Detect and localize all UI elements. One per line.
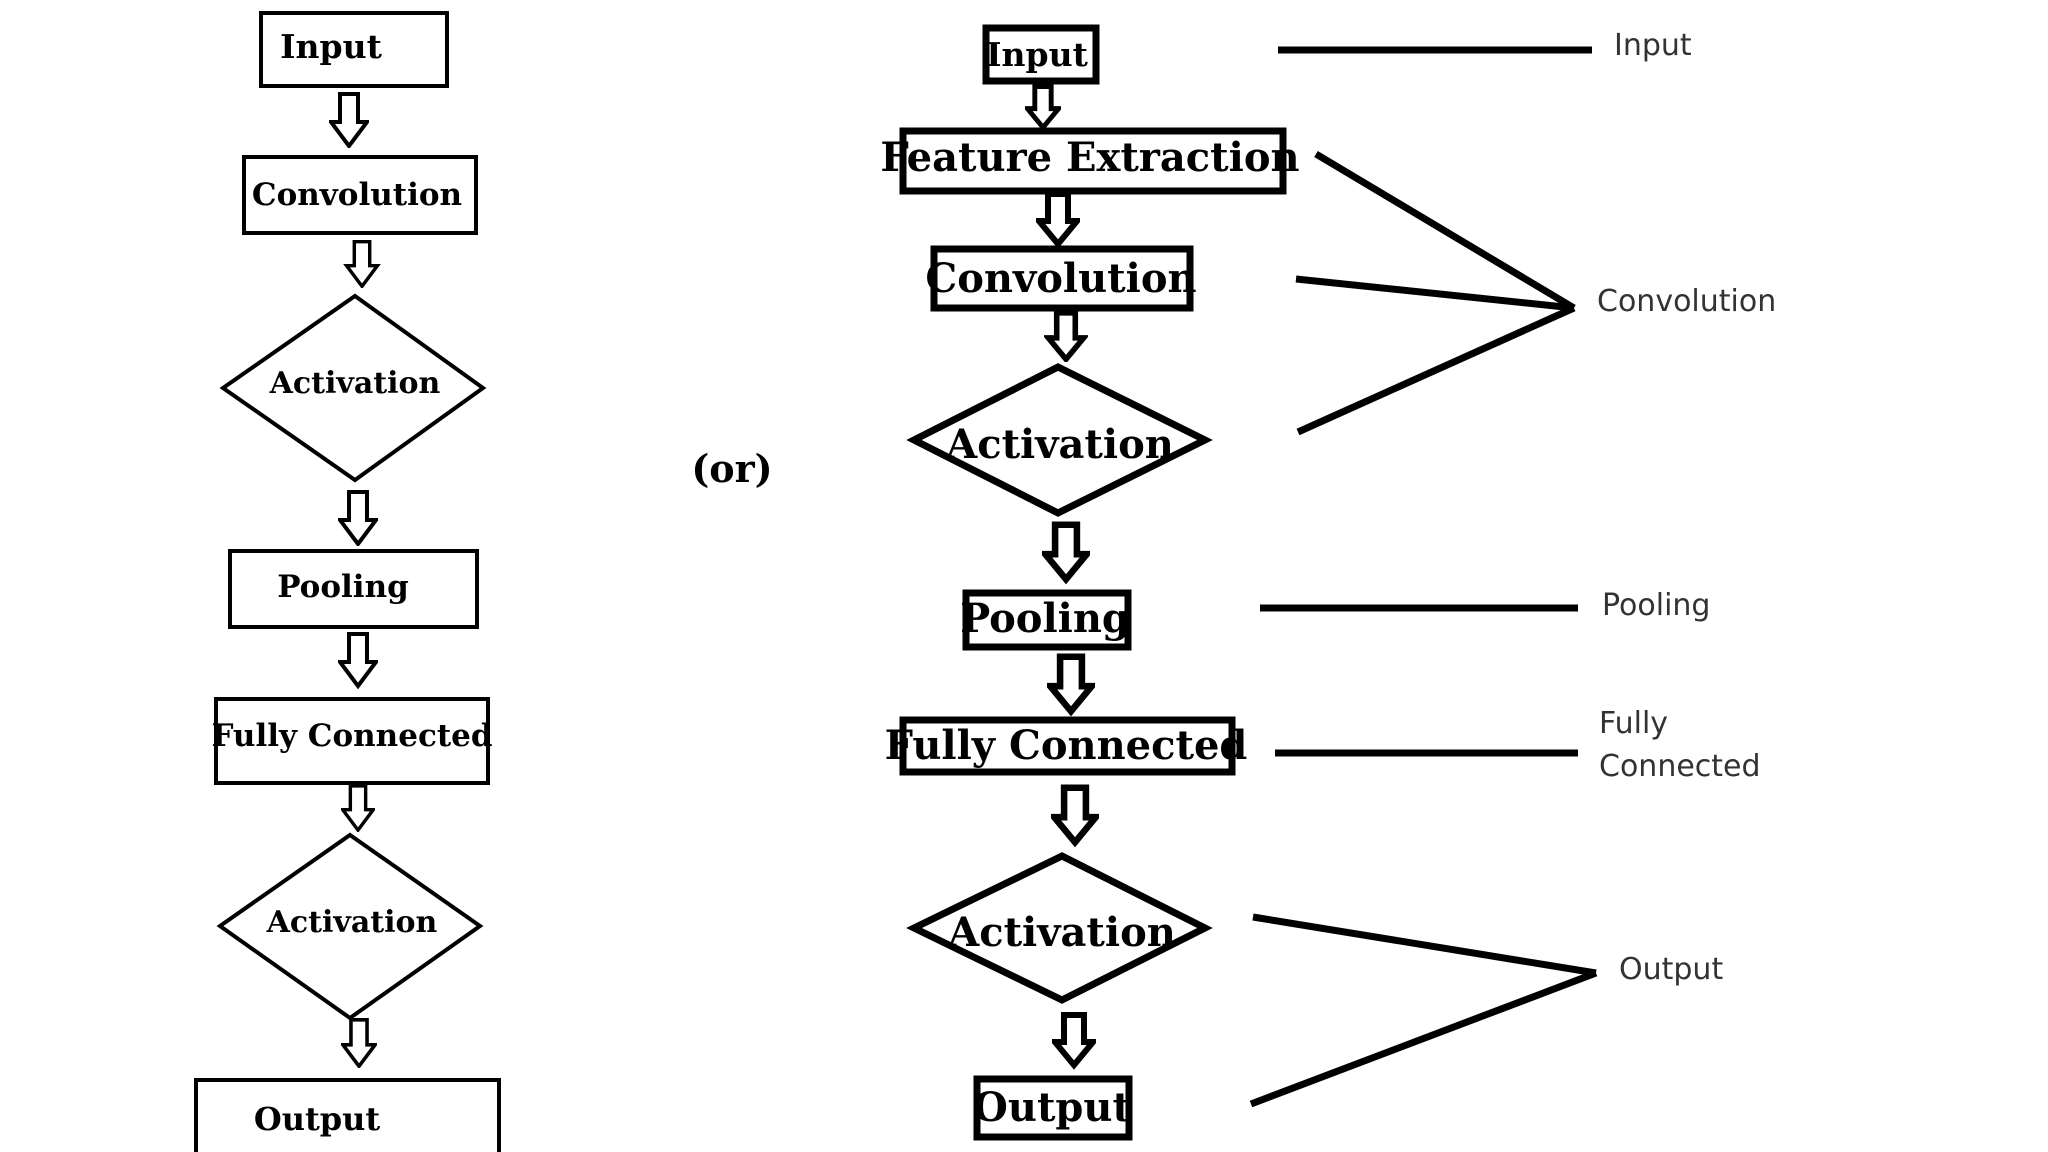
left-activation-diamond-2: Activation: [216, 832, 484, 1021]
convolution-stage-line-bottom: [1296, 304, 1576, 436]
convolution-stage-line-middle: [1295, 275, 1575, 312]
right-input-box: Input: [982, 24, 1100, 85]
right-convolution-box: Convolution: [925, 245, 1197, 312]
right-arrow-4: [1045, 525, 1086, 580]
stage-label-output: Output: [1619, 952, 1723, 987]
stage-label-input: Input: [1614, 28, 1692, 63]
output-stage-line-top: [1252, 913, 1597, 977]
left-arrow-5: [341, 784, 375, 832]
right-fully-connected-label: Fully Connected: [885, 722, 1248, 769]
right-pooling-label: Pooling: [960, 595, 1130, 642]
or-separator: (or): [691, 446, 772, 491]
left-arrow-6: [341, 1018, 377, 1068]
left-output-box: Output: [194, 1078, 501, 1152]
right-arrow-1: [1027, 87, 1058, 128]
stage-connector-lines: [1249, 46, 1598, 1108]
right-activation-diamond-1: Activation: [906, 363, 1213, 517]
right-feature-extraction-box: Feature Extraction: [880, 127, 1300, 195]
right-activation-2-label: Activation: [947, 909, 1176, 956]
right-flowchart: Input Feature Extraction Convolution Act…: [880, 24, 1300, 1141]
right-pooling-box: Pooling: [960, 589, 1132, 651]
right-output-box: Output: [973, 1075, 1133, 1141]
left-convolution-box: Convolution: [242, 155, 478, 235]
right-arrow-6: [1054, 788, 1095, 843]
left-fully-connected-box: Fully Connected: [211, 697, 493, 785]
right-arrow-5: [1050, 657, 1091, 712]
right-arrow-2: [1039, 194, 1077, 244]
left-pooling-box: Pooling: [228, 549, 479, 629]
right-activation-1-label: Activation: [945, 421, 1174, 468]
left-activation-1-label: Activation: [269, 366, 441, 401]
left-fully-connected-label: Fully Connected: [211, 718, 492, 754]
left-input-box: Input: [259, 11, 449, 88]
left-input-label: Input: [280, 27, 382, 66]
right-arrow-3: [1048, 313, 1083, 359]
right-arrow-7: [1055, 1015, 1093, 1065]
left-activation-diamond-1: Activation: [219, 293, 487, 483]
output-stage-line-bottom: [1249, 969, 1598, 1108]
stage-label-fully-connected-line1: Fully: [1599, 706, 1668, 741]
stage-label-fully-connected-line2: Connected: [1599, 749, 1761, 784]
left-flowchart: Input Convolution Activation Pooling Ful…: [194, 11, 501, 1152]
left-arrow-4: [340, 634, 376, 686]
right-activation-diamond-2: Activation: [905, 852, 1213, 1004]
left-output-label: Output: [254, 1100, 381, 1138]
left-pooling-label: Pooling: [277, 569, 409, 605]
right-input-label: Input: [986, 35, 1088, 74]
right-convolution-label: Convolution: [925, 255, 1196, 302]
right-fully-connected-box: Fully Connected: [885, 716, 1248, 776]
left-activation-2-label: Activation: [266, 905, 438, 940]
stage-label-convolution: Convolution: [1597, 284, 1776, 319]
left-arrow-2: [344, 240, 380, 288]
stage-label-pooling: Pooling: [1602, 588, 1710, 623]
stage-labels: Input Convolution Pooling Fully Connecte…: [1597, 28, 1776, 987]
left-arrow-3: [338, 490, 378, 546]
right-feature-extraction-label: Feature Extraction: [880, 134, 1299, 181]
left-arrow-1: [329, 92, 369, 148]
right-output-label: Output: [973, 1084, 1131, 1131]
left-convolution-label: Convolution: [252, 177, 462, 213]
convolution-stage-line-top: [1314, 150, 1576, 312]
